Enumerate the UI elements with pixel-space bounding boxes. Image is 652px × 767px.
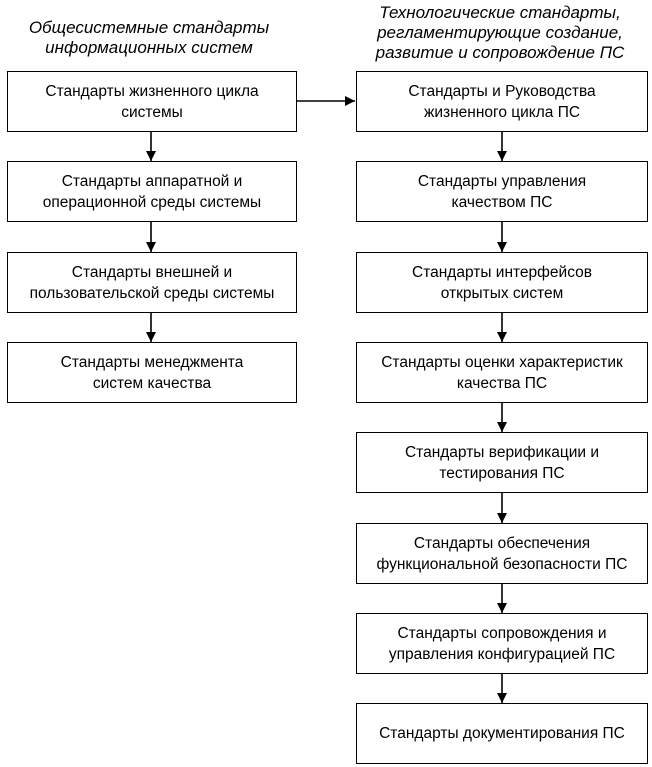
- box-text-line: Стандарты и Руководства: [408, 82, 596, 100]
- box-text-line: систем качества: [92, 374, 212, 392]
- quality-management-standards-box: Стандарты менеджмента систем качества: [7, 342, 297, 403]
- box-text-line: Стандарты интерфейсов: [412, 263, 592, 281]
- sw-lifecycle-guides-box: Стандарты и Руководства жизненного цикла…: [356, 71, 648, 132]
- box-text-line: Стандарты верификации и: [404, 443, 600, 461]
- box-text-line: качества ПС: [456, 374, 548, 392]
- box-text-line: Стандарты обеспечения: [413, 534, 591, 552]
- box-text-line: операционной среды системы: [42, 193, 262, 211]
- left-heading-line-2: информационных систем: [45, 38, 253, 57]
- box-text-line: открытых систем: [440, 284, 564, 302]
- documentation-standards-box: Стандарты документирования ПС: [356, 703, 648, 764]
- box-text-line: Стандарты менеджмента: [60, 353, 244, 371]
- box-text-line: Стандарты внешней и: [71, 263, 233, 281]
- right-column-heading: Технологические стандарты, регламентирую…: [355, 3, 645, 63]
- box-text-line: системы: [121, 103, 183, 121]
- box-text-line: Стандарты аппаратной и: [61, 172, 243, 190]
- functional-safety-standards-box: Стандарты обеспечения функциональной без…: [356, 523, 648, 584]
- box-text-line: Стандарты жизненного цикла: [45, 82, 259, 100]
- box-text-line: тестирования ПС: [439, 464, 565, 482]
- box-text-line: Стандарты управления: [417, 172, 587, 190]
- right-heading-line-2: регламентирующие создание,: [377, 23, 623, 42]
- lifecycle-standards-box: Стандарты жизненного цикла системы: [7, 71, 297, 132]
- box-text-line: управления конфигурацией ПС: [388, 645, 616, 663]
- maintenance-config-standards-box: Стандарты сопровождения и управления кон…: [356, 613, 648, 674]
- verification-testing-standards-box: Стандарты верификации и тестирования ПС: [356, 432, 648, 493]
- left-column-heading: Общесистемные стандарты информационных с…: [8, 18, 290, 58]
- box-text-line: Стандарты сопровождения и: [397, 624, 607, 642]
- right-heading-line-1: Технологические стандарты,: [379, 3, 621, 22]
- open-interfaces-standards-box: Стандарты интерфейсов открытых систем: [356, 252, 648, 313]
- box-text-line: Стандарты оценки характеристик: [381, 353, 623, 371]
- box-text-line: качеством ПС: [451, 193, 553, 211]
- box-text-line: Стандарты документирования ПС: [379, 725, 625, 742]
- box-text-line: функциональной безопасности ПС: [376, 555, 628, 573]
- left-heading-line-1: Общесистемные стандарты: [28, 18, 270, 37]
- box-text-line: жизненного цикла ПС: [423, 103, 581, 121]
- quality-control-standards-box: Стандарты управления качеством ПС: [356, 161, 648, 222]
- right-heading-line-3: развитие и сопровождение ПС: [375, 43, 625, 62]
- external-user-env-standards-box: Стандарты внешней и пользовательской сре…: [7, 252, 297, 313]
- hardware-os-standards-box: Стандарты аппаратной и операционной сред…: [7, 161, 297, 222]
- box-text-line: пользовательской среды системы: [29, 284, 275, 302]
- quality-assessment-standards-box: Стандарты оценки характеристик качества …: [356, 342, 648, 403]
